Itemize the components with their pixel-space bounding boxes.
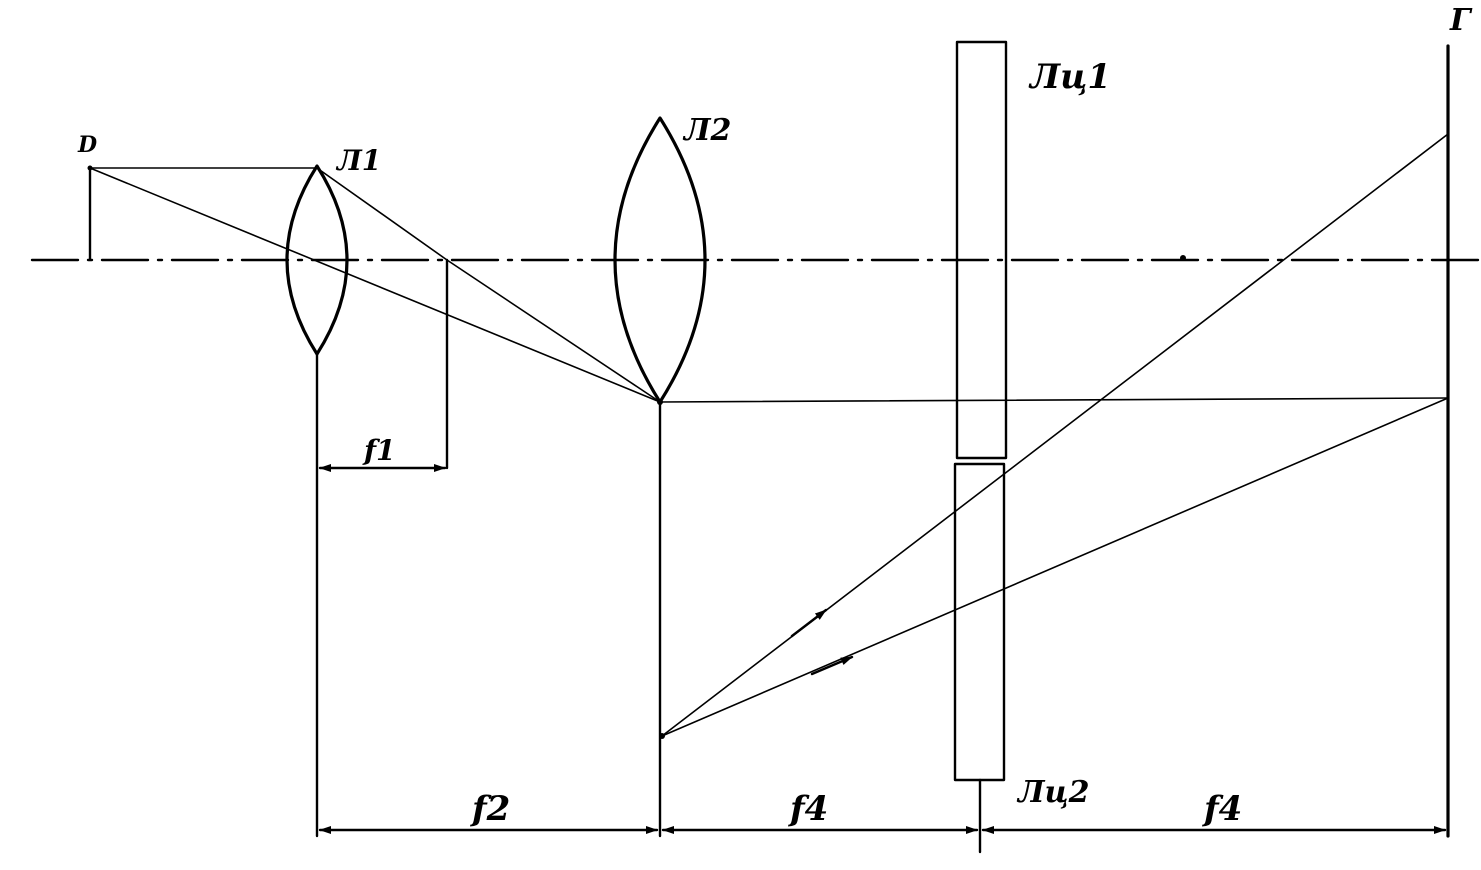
lens-2-label: Л2: [682, 113, 731, 148]
cyl-lens-2-label: Лц2: [1016, 775, 1090, 810]
cyl-lens-2: [953, 462, 1006, 782]
beam-ray-lower: [661, 397, 1449, 737]
image-point-lens2: [657, 399, 663, 405]
lens-1-label: Л1: [335, 144, 381, 177]
ray-lens1-to-focus: [316, 167, 448, 261]
screen-label: Г: [1449, 3, 1473, 38]
ray-lens2-to-screen: [659, 397, 1449, 403]
f1-label: f1: [362, 434, 396, 467]
f2-label: f2: [470, 789, 510, 829]
cyl-lens-1: [955, 40, 1008, 460]
f4-right-label: f4: [1202, 789, 1242, 829]
ray-focus-to-lens2: [446, 259, 661, 403]
ray-chief-to-lens2: [89, 167, 661, 403]
f4-left-label: f4: [788, 789, 828, 829]
object-label: D: [77, 132, 97, 158]
beam-ray-upper-arrow: [790, 608, 828, 638]
axis-dot: [1180, 255, 1186, 261]
beam-ray-lower-arrow: [810, 655, 854, 676]
cyl-lens-1-label: Лц1: [1028, 57, 1111, 97]
beam-ray-upper: [661, 133, 1449, 737]
